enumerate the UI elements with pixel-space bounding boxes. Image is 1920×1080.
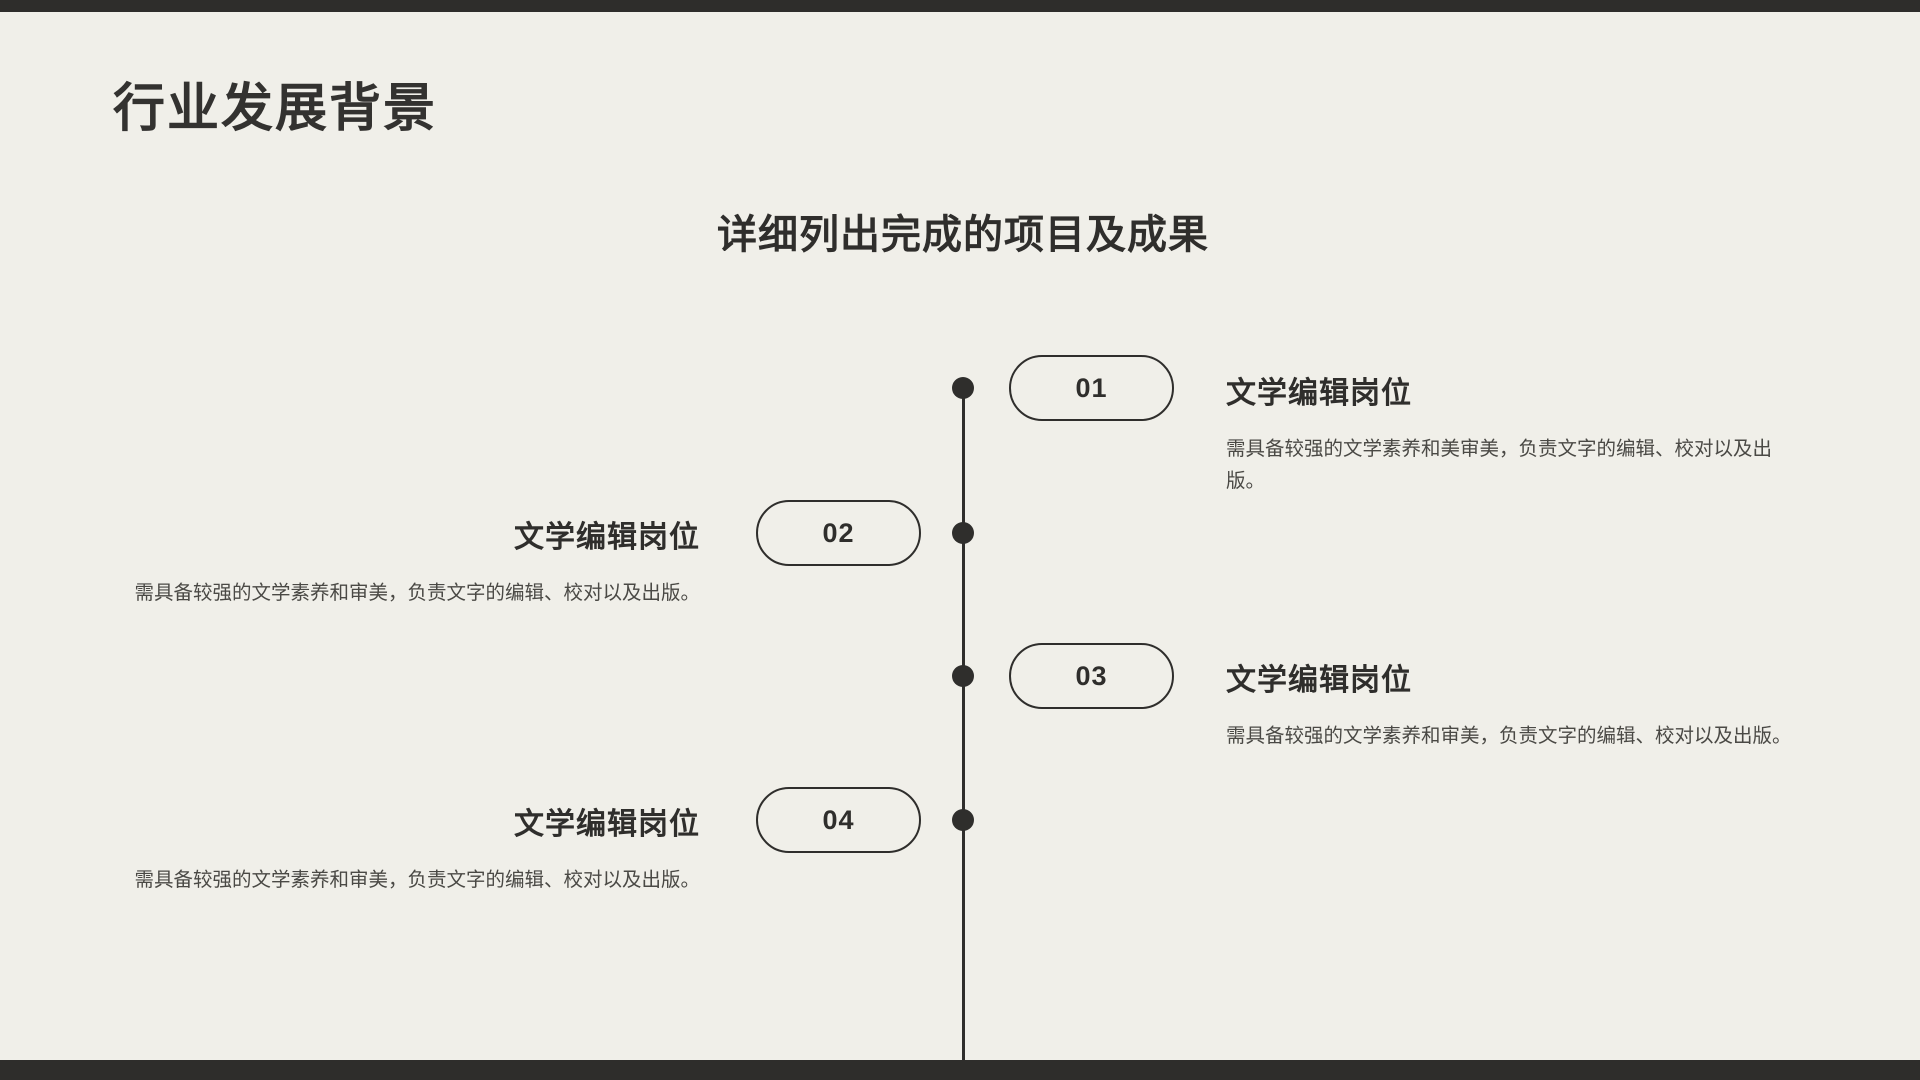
timeline-badge-03[interactable]: 03 (1009, 643, 1174, 709)
timeline-badge-02[interactable]: 02 (756, 500, 921, 566)
timeline-badge-number-03: 03 (1075, 660, 1108, 691)
timeline-item-title-02: 文学编辑岗位 (514, 521, 700, 554)
timeline-badge-01[interactable]: 01 (1009, 355, 1174, 421)
timeline-dot-02 (952, 522, 974, 544)
timeline-item-body-03: 需具备较强的文学素养和审美，负责文字的编辑、校对以及出版。 (1226, 725, 1792, 747)
timeline-axis-line (962, 392, 965, 1060)
section-subtitle: 详细列出完成的项目及成果 (717, 213, 1209, 257)
timeline-badge-number-02: 02 (822, 517, 855, 548)
timeline-item-body-02: 需具备较强的文学素养和审美，负责文字的编辑、校对以及出版。 (134, 582, 700, 604)
timeline-badge-04[interactable]: 04 (756, 787, 921, 853)
timeline-item-body-04: 需具备较强的文学素养和审美，负责文字的编辑、校对以及出版。 (134, 869, 700, 891)
timeline-item-title-01: 文学编辑岗位 (1226, 377, 1412, 410)
bottom-accent-bar (0, 1060, 1920, 1080)
timeline-dot-03 (952, 665, 974, 687)
timeline-item-title-04: 文学编辑岗位 (514, 808, 700, 841)
top-accent-bar (0, 0, 1920, 12)
timeline-badge-number-04: 04 (822, 804, 855, 835)
timeline-dot-04 (952, 809, 974, 831)
timeline-item-body-01: 需具备较强的文学素养和美审美，负责文字的编辑、校对以及出版。 (1226, 438, 1773, 492)
timeline-item-title-03: 文学编辑岗位 (1226, 664, 1412, 697)
page-title: 行业发展背景 (113, 80, 438, 138)
timeline-dot-01 (952, 377, 974, 399)
timeline-badge-number-01: 01 (1075, 372, 1108, 403)
